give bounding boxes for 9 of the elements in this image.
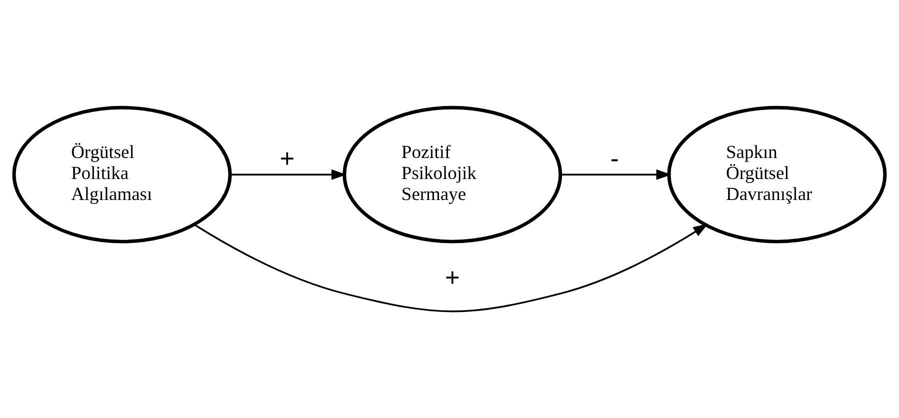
- node-ellipse: Pozitif Psikolojik Sermaye: [342, 105, 562, 243]
- arrow: [230, 168, 346, 180]
- node-ellipse: Örgütsel Politika Algılaması: [12, 105, 232, 243]
- arrow: [194, 223, 708, 312]
- edge-label: +: [444, 264, 460, 292]
- edge-label: +: [280, 144, 295, 173]
- arrow: [560, 168, 672, 180]
- edge-label: -: [610, 144, 619, 173]
- node-ellipse: Sapkın Örgütsel Davranışlar: [667, 105, 887, 243]
